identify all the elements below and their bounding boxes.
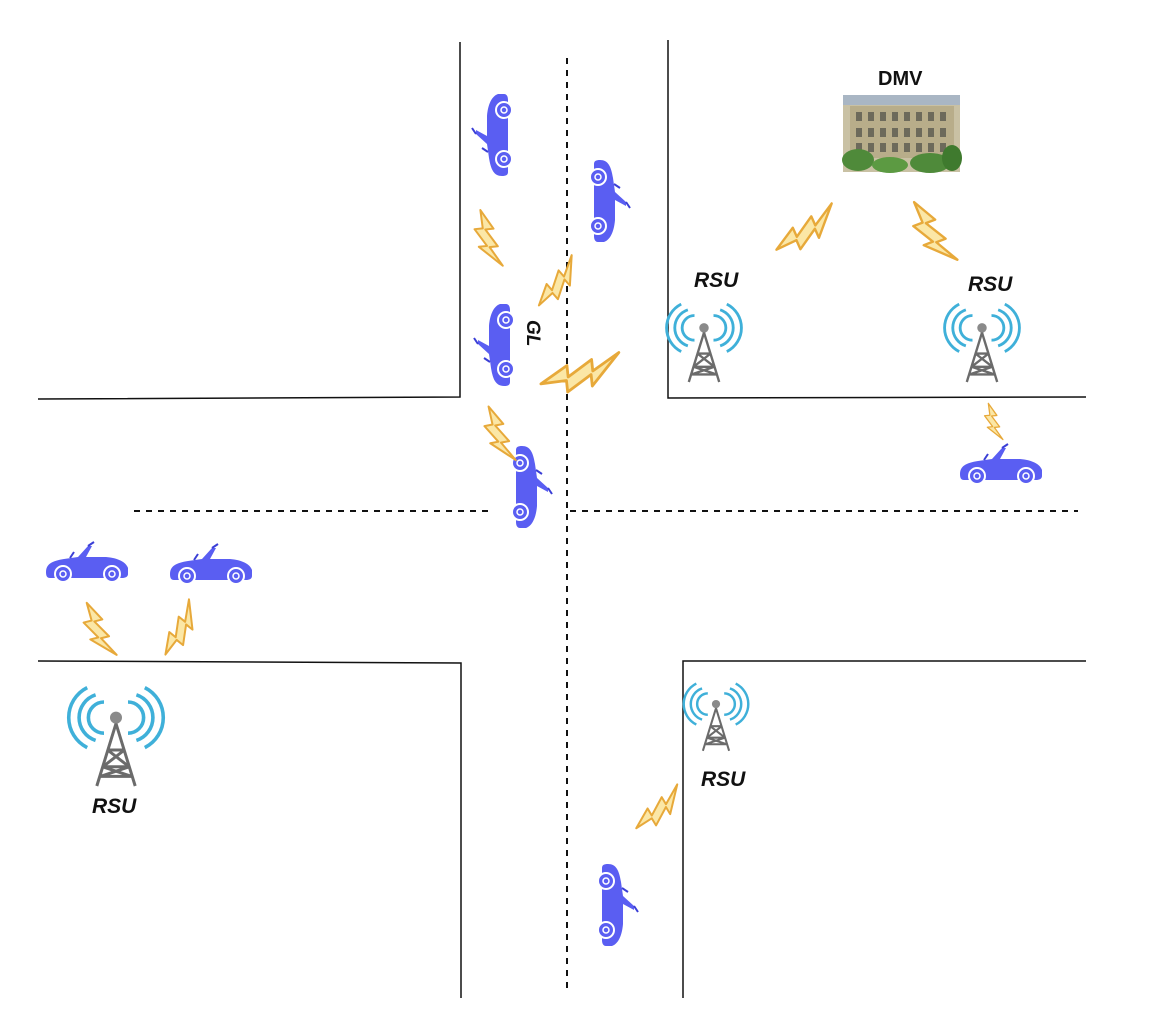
rsu-label-bottom-left: RSU (92, 795, 137, 818)
road-border-top-left (37, 42, 461, 400)
rsu-label-bottom-right: RSU (701, 768, 746, 791)
rsu-tower-icon (66, 685, 166, 788)
car-icon (471, 93, 513, 177)
rsu-tower-icon (665, 302, 743, 384)
lightning-bolt-icon (466, 207, 508, 273)
rsu-tower-icon (682, 682, 750, 753)
car-icon (473, 303, 515, 387)
rsu-label-top-right: RSU (968, 273, 1013, 296)
road-border-bottom-left (37, 660, 462, 998)
rsu-label-top-left: RSU (694, 269, 739, 292)
car-icon (169, 543, 253, 585)
road-border-bottom-right (682, 660, 1086, 998)
road-border-top-right (667, 40, 1087, 399)
lightning-bolt-icon (159, 596, 205, 662)
dmv-building-image (842, 95, 962, 173)
car-icon (597, 863, 639, 947)
lightning-bolt-icon (631, 780, 690, 840)
lightning-bolt-icon (73, 599, 122, 664)
lightning-bolt-icon (533, 251, 586, 315)
road-borders (37, 40, 1087, 998)
dmv-label: DMV (878, 68, 923, 90)
car-icon (589, 159, 631, 243)
car-icon (511, 445, 553, 529)
lightning-bolt-icon (899, 196, 963, 272)
lightning-bolt-icon (474, 403, 521, 468)
rsu-tower-icon (943, 302, 1021, 384)
car-icon (45, 541, 129, 583)
lightning-bolt-icon (770, 198, 845, 265)
gl-label: GL (522, 320, 543, 346)
lightning-bolt-icon (536, 345, 628, 404)
lane-dividers (134, 58, 1078, 990)
lightning-bolt-icon (979, 401, 1006, 444)
car-icon (959, 443, 1043, 485)
